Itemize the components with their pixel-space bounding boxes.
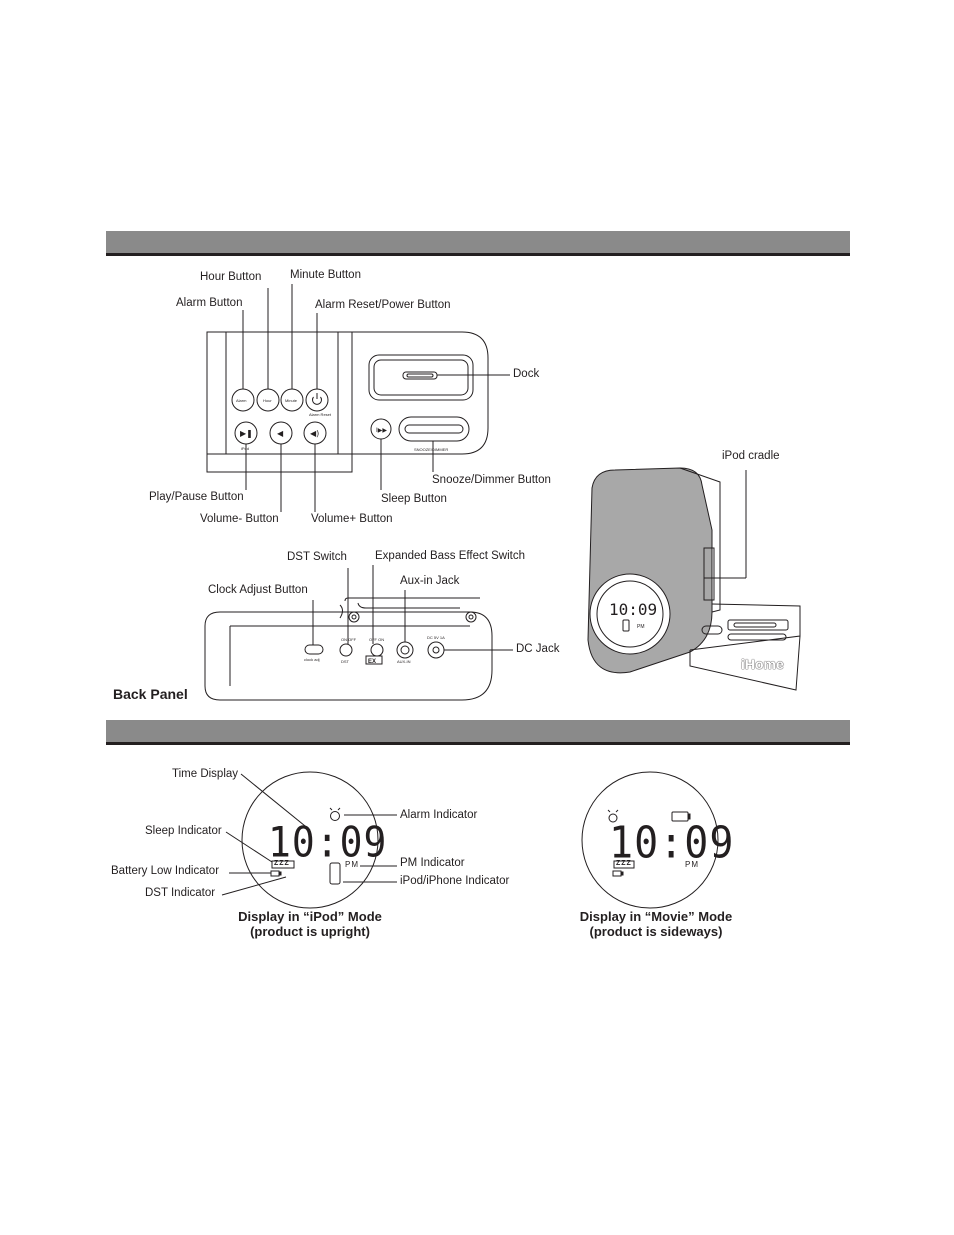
front-callouts — [242, 284, 510, 512]
lcd-pm-ipod: PM — [345, 860, 359, 869]
label-hour-button: Hour Button — [200, 271, 262, 283]
device-screen-time: 10:09 — [609, 600, 658, 619]
device-brand-logo: iHome — [741, 656, 784, 672]
label-snooze-dimmer-button: Snooze/Dimmer Button — [432, 474, 551, 486]
label-battery-low-indicator: Battery Low Indicator — [111, 865, 220, 877]
label-dst-indicator: DST Indicator — [145, 887, 216, 899]
svg-text:ON OFF: ON OFF — [341, 637, 357, 642]
svg-text:Hour: Hour — [263, 398, 272, 403]
caption-ipod-mode: Display in “iPod” Mode (product is uprig… — [230, 909, 390, 939]
label-play-pause-button: Play/Pause Button — [149, 491, 244, 503]
lcd-ipod-mode — [221, 771, 397, 909]
label-volume-minus-button: Volume- Button — [200, 513, 279, 525]
label-dock: Dock — [513, 368, 540, 380]
lcd-pm-movie: PM — [685, 860, 699, 869]
label-ipod-iphone-indicator: iPod/iPhone Indicator — [400, 875, 510, 887]
label-alarm-reset-power-button: Alarm Reset/Power Button — [315, 299, 451, 311]
caption-ipod-mode-line1: Display in “iPod” Mode — [238, 909, 382, 924]
device-ipod-icon — [622, 619, 630, 632]
svg-text:SNOOZE/DIMMER: SNOOZE/DIMMER — [414, 447, 448, 452]
svg-text:Alarm Reset: Alarm Reset — [309, 412, 332, 417]
label-time-display: Time Display — [172, 768, 239, 780]
svg-text:OFF ON: OFF ON — [369, 637, 384, 642]
lcd-movie-mode — [581, 771, 719, 909]
svg-text:Minute: Minute — [285, 398, 298, 403]
svg-text:EX: EX — [368, 659, 376, 665]
svg-text:iPod: iPod — [241, 446, 249, 451]
svg-text:Alarm: Alarm — [236, 398, 247, 403]
caption-ipod-mode-line2: (product is upright) — [250, 924, 370, 939]
label-clock-adjust-button: Clock Adjust Button — [208, 584, 308, 596]
svg-text:AUX-IN: AUX-IN — [397, 659, 411, 664]
section-bar-controls — [106, 231, 850, 256]
back-callouts — [312, 565, 513, 651]
label-sleep-button: Sleep Button — [381, 493, 447, 505]
label-alarm-button: Alarm Button — [176, 297, 243, 309]
svg-text:◀: ◀ — [277, 429, 284, 438]
label-volume-plus-button: Volume+ Button — [311, 513, 393, 525]
lcd-time-movie: 10:09 — [609, 817, 735, 869]
label-sleep-indicator: Sleep Indicator — [145, 825, 222, 837]
caption-movie-mode-line1: Display in “Movie” Mode — [579, 909, 733, 924]
front-panel-drawing — [206, 331, 489, 473]
svg-text:▶❚: ▶❚ — [240, 429, 253, 438]
label-aux-in-jack: Aux-in Jack — [400, 575, 460, 587]
svg-text:DST: DST — [341, 659, 350, 664]
label-dst-switch: DST Switch — [287, 551, 347, 563]
lcd-sleep-ipod: ZZZ — [274, 860, 290, 867]
label-ipod-cradle: iPod cradle — [722, 450, 780, 462]
svg-text:◀): ◀) — [310, 429, 319, 438]
label-minute-button: Minute Button — [290, 269, 361, 281]
device-screen-pm: PM — [637, 624, 645, 630]
svg-text:DC 5V 1A: DC 5V 1A — [427, 635, 445, 640]
label-pm-indicator: PM Indicator — [400, 857, 465, 869]
caption-movie-mode-line2: (product is sideways) — [589, 924, 723, 939]
label-expanded-bass-effect-switch: Expanded Bass Effect Switch — [375, 550, 526, 562]
caption-movie-mode: Display in “Movie” Mode (product is side… — [566, 909, 746, 939]
back-panel-title: Back Panel — [113, 686, 188, 702]
lcd-sleep-movie: ZZZ — [616, 860, 632, 867]
back-panel-drawing — [204, 597, 493, 701]
device-drawing — [587, 467, 801, 691]
label-dc-jack: DC Jack — [516, 643, 560, 655]
svg-text:clock adj: clock adj — [304, 657, 320, 662]
lcd-time-ipod: 10:09 — [268, 817, 388, 867]
label-alarm-indicator: Alarm Indicator — [400, 809, 478, 821]
svg-text:I▶▶: I▶▶ — [376, 427, 387, 434]
section-bar-display — [106, 720, 850, 745]
